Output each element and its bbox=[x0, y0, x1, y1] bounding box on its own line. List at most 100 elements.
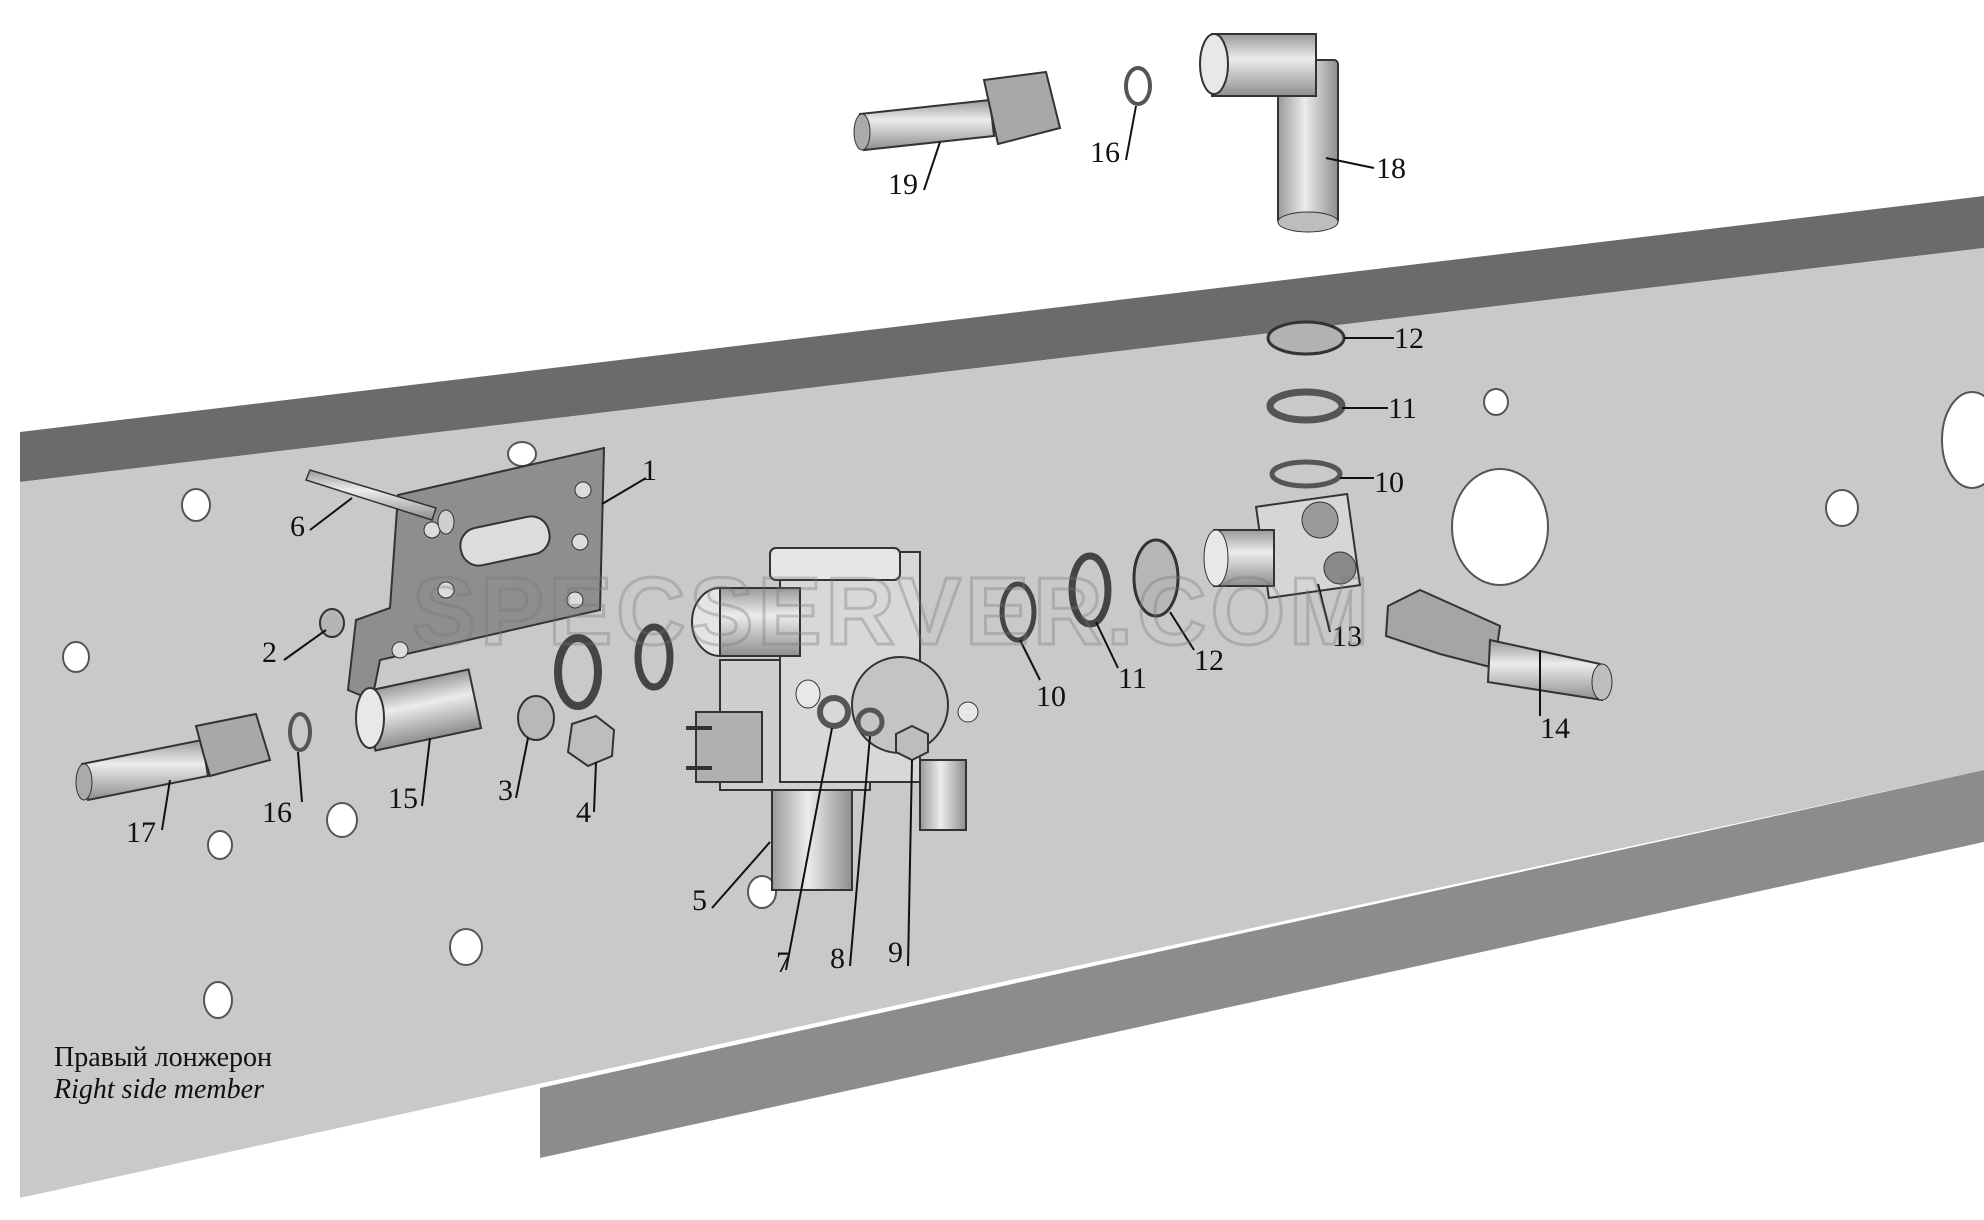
callout-16-lower: 16 bbox=[262, 796, 292, 829]
leader-12-mid bbox=[1169, 611, 1195, 651]
frame-hole bbox=[203, 981, 233, 1019]
callout-1: 1 bbox=[642, 454, 657, 487]
fitting-17-hex bbox=[194, 712, 272, 778]
part-hose-nipple bbox=[1384, 588, 1613, 702]
tee-front-port bbox=[1323, 551, 1357, 585]
fitting-19-hex bbox=[982, 70, 1062, 146]
bracket-hole bbox=[571, 533, 589, 551]
leader-16-upper bbox=[1125, 105, 1137, 161]
callout-4: 4 bbox=[576, 796, 591, 829]
callout-labels: 1 2 3 4 5 6 7 8 9 10 10 11 11 12 12 13 1… bbox=[126, 136, 1570, 979]
leader-13 bbox=[1317, 583, 1331, 633]
part-nut-12-mid bbox=[1132, 538, 1180, 618]
bracket-slot bbox=[459, 515, 551, 567]
part-ring-7 bbox=[817, 695, 851, 729]
part-elbow bbox=[1199, 33, 1339, 233]
bracket-hole bbox=[391, 641, 409, 659]
bracket-hole bbox=[574, 481, 592, 499]
leader-lines bbox=[161, 105, 1541, 971]
callout-13: 13 bbox=[1332, 620, 1362, 653]
part-nut bbox=[566, 714, 616, 768]
part-ring-10-mid bbox=[999, 581, 1037, 643]
part-o-ring bbox=[634, 623, 674, 691]
caption-russian: Правый лонжерон bbox=[54, 1042, 272, 1073]
frame-holes bbox=[62, 388, 1984, 1019]
part-ring-8 bbox=[855, 707, 885, 737]
frame-lower-face bbox=[20, 842, 1984, 1220]
leader-3 bbox=[515, 737, 529, 799]
callout-19: 19 bbox=[888, 168, 918, 201]
leader-18 bbox=[1325, 157, 1375, 169]
callout-18: 18 bbox=[1376, 152, 1406, 185]
part-ring-16-upper bbox=[1124, 66, 1152, 106]
part-ring-11-mid bbox=[1068, 552, 1112, 628]
frame-hole bbox=[507, 441, 537, 467]
callout-11-top: 11 bbox=[1388, 392, 1417, 425]
valve-bottom-pipe bbox=[771, 789, 853, 891]
leader-6 bbox=[309, 497, 353, 531]
leader-17 bbox=[161, 779, 171, 831]
fitting-19-tube bbox=[858, 98, 996, 152]
callout-2: 2 bbox=[262, 636, 277, 669]
caption-english: Right side member bbox=[53, 1074, 264, 1105]
callout-14: 14 bbox=[1540, 712, 1570, 745]
tee-left-end bbox=[1203, 529, 1229, 587]
leader-4 bbox=[593, 761, 597, 813]
callout-3: 3 bbox=[498, 774, 513, 807]
frame-hole bbox=[747, 875, 777, 909]
valve-connector bbox=[695, 711, 763, 783]
frame-hole bbox=[1451, 468, 1549, 586]
part-nut-9 bbox=[895, 724, 929, 762]
leader-15 bbox=[421, 737, 431, 807]
callout-15: 15 bbox=[388, 782, 418, 815]
callout-16-upper: 16 bbox=[1090, 136, 1120, 169]
leader-9 bbox=[907, 759, 913, 967]
callout-5: 5 bbox=[692, 884, 707, 917]
callout-7: 7 bbox=[776, 946, 791, 979]
valve-top-cap bbox=[769, 547, 901, 581]
callout-12-mid: 12 bbox=[1194, 644, 1224, 677]
fitting-19-tube-end bbox=[853, 113, 871, 151]
part-adapter bbox=[355, 668, 483, 752]
callout-9: 9 bbox=[888, 936, 903, 969]
valve-small-port bbox=[795, 679, 821, 709]
valve-right-pipe bbox=[919, 759, 967, 831]
elbow-bottom-end bbox=[1277, 211, 1339, 233]
frame-hole bbox=[181, 488, 211, 522]
bolt-end bbox=[437, 509, 455, 535]
callout-17: 17 bbox=[126, 816, 156, 849]
callout-11-mid: 11 bbox=[1118, 662, 1147, 695]
leader-8 bbox=[849, 735, 871, 967]
adapter-end bbox=[355, 687, 385, 749]
valve-cover-bolt bbox=[957, 701, 979, 723]
callout-6: 6 bbox=[290, 510, 305, 543]
frame-hole bbox=[1825, 489, 1859, 527]
leader-5 bbox=[711, 841, 771, 909]
bracket-hole bbox=[423, 521, 441, 539]
part-ring-10-top bbox=[1269, 459, 1343, 489]
leader-2 bbox=[283, 629, 327, 661]
bolt-shank bbox=[305, 469, 437, 521]
frame-top-flange bbox=[20, 196, 1984, 482]
callout-12-top: 12 bbox=[1394, 322, 1424, 355]
part-ring-11-top bbox=[1266, 388, 1346, 424]
leader-7 bbox=[785, 727, 833, 971]
nipple-barb-end bbox=[1591, 663, 1613, 701]
leader-11-mid bbox=[1095, 621, 1119, 669]
elbow-left-end bbox=[1199, 33, 1229, 95]
frame-hole bbox=[207, 830, 233, 860]
elbow-horizontal bbox=[1211, 33, 1317, 97]
frame-hole bbox=[449, 928, 483, 966]
frame-bottom-flange bbox=[540, 770, 1984, 1158]
leader-10-mid bbox=[1019, 639, 1041, 681]
bracket-hole bbox=[437, 581, 455, 599]
part-pipe-fitting-17 bbox=[75, 712, 272, 802]
part-ring-16-lower bbox=[288, 712, 312, 752]
tee-top-port bbox=[1301, 501, 1339, 539]
frame-hole bbox=[326, 802, 358, 838]
frame-hole bbox=[1483, 388, 1509, 416]
callout-10-top: 10 bbox=[1374, 466, 1404, 499]
part-washer bbox=[517, 695, 555, 741]
